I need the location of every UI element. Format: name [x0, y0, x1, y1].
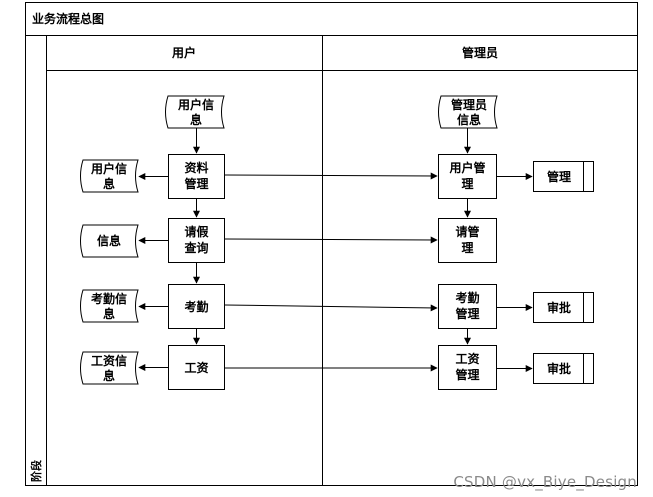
user-process-leave-query: 请假 查询: [168, 218, 225, 263]
admin-info-document-label-2: 信息: [457, 112, 481, 127]
watermark: CSDN @vx_Biye_Design: [453, 473, 637, 491]
admin-process-leave-label-1: 请管: [455, 224, 479, 239]
admin-info-document: 管理员 信息: [438, 95, 498, 129]
admin-process-user-label-2: 理: [461, 177, 473, 191]
diagram-frame: [25, 2, 638, 486]
admin-process-salary-label-2: 管理: [455, 367, 479, 382]
user-output-document-2-label: 信息: [97, 233, 121, 248]
phase-label: 阶段: [29, 460, 43, 482]
user-output-document-4: 工资信 息: [80, 351, 139, 385]
user-output-document-3-label-1: 考勤信: [91, 291, 127, 306]
user-process-leave-label-2: 查询: [183, 240, 208, 255]
admin-process-user-management: 用户管 理: [438, 154, 497, 199]
admin-result-manage: 管理: [533, 161, 594, 192]
user-process-profile-label-2: 管理: [184, 176, 208, 191]
admin-process-leave-label-2: 理: [461, 241, 473, 255]
user-process-leave-label-1: 请假: [184, 224, 209, 239]
lane-header-user: 用户: [171, 45, 196, 60]
lane-header-admin: 管理员: [462, 45, 498, 60]
admin-process-user-label-1: 用户管: [448, 160, 485, 175]
admin-process-leave-management: 请管 理: [438, 218, 497, 263]
admin-result-approve-salary-label: 审批: [547, 361, 571, 376]
arrow-profile-to-admin-user: [224, 172, 438, 180]
user-output-document-1: 用户信 息: [80, 159, 139, 193]
user-info-document: 用户信 息: [165, 95, 225, 129]
user-output-document-3: 考勤信 息: [80, 289, 139, 323]
user-info-document-label-2: 息: [190, 112, 202, 127]
user-process-profile-label-1: 资料: [184, 160, 208, 175]
user-output-document-4-label-2: 息: [103, 368, 115, 383]
arrow-attendance-to-admin-attendance: [224, 304, 438, 312]
admin-process-attendance-label-1: 考勤: [455, 290, 479, 305]
admin-process-attendance-management: 考勤 管理: [438, 284, 497, 329]
user-output-document-3-label-2: 息: [103, 306, 115, 321]
user-output-document-2: 信息: [80, 224, 139, 258]
admin-process-attendance-label-2: 管理: [455, 306, 479, 321]
admin-process-salary-label-1: 工资: [455, 351, 479, 366]
admin-process-salary-management: 工资 管理: [438, 345, 497, 390]
user-process-profile-management: 资料 管理: [168, 154, 225, 199]
admin-info-document-label-1: 管理员: [451, 97, 487, 112]
user-process-salary: 工资: [168, 345, 225, 390]
arrow-leave-to-admin-leave: [224, 236, 438, 244]
user-output-document-1-label-2: 息: [103, 176, 115, 191]
user-output-document-1-label-1: 用户信: [90, 161, 127, 176]
user-process-salary-label: 工资: [184, 360, 208, 375]
user-process-attendance-label: 考勤: [184, 299, 208, 314]
user-output-document-4-label-1: 工资信: [91, 353, 127, 368]
diagram-title: 业务流程总图: [32, 11, 104, 26]
admin-result-approve-attendance-label: 审批: [547, 300, 571, 315]
admin-result-approve-salary: 审批: [533, 353, 594, 384]
admin-result-manage-label: 管理: [547, 169, 571, 184]
user-process-attendance: 考勤: [168, 284, 225, 329]
user-info-document-label-1: 用户信: [177, 97, 214, 112]
admin-result-approve-attendance: 审批: [533, 292, 594, 323]
flow-connectors: [138, 128, 533, 372]
